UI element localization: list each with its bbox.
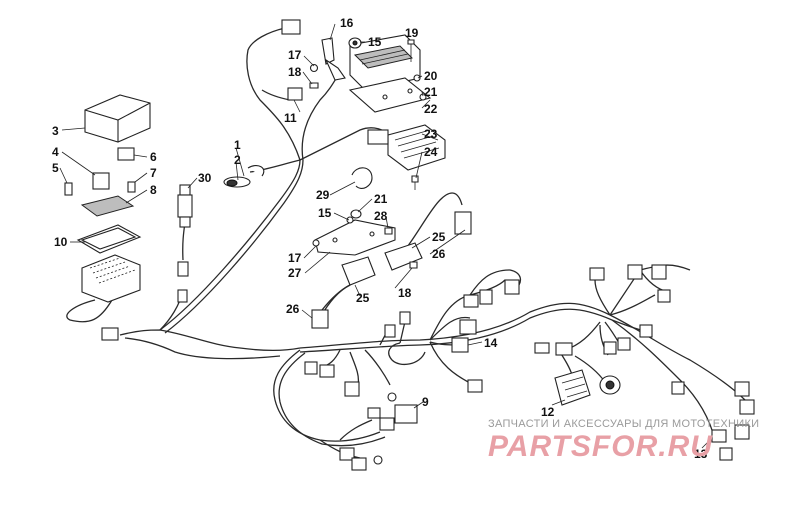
ignition-coil <box>384 242 423 271</box>
callout-6: 6 <box>150 150 157 164</box>
fuse <box>64 182 73 196</box>
callout-9: 9 <box>422 395 429 409</box>
sensor-30 <box>177 184 193 303</box>
callout-25-upper: 25 <box>432 230 446 244</box>
callout-3: 3 <box>52 124 59 138</box>
callout-10: 10 <box>54 235 68 249</box>
callout-18-mid: 18 <box>398 286 412 300</box>
callouts: 1 2 3 4 5 6 7 8 9 10 11 12 13 14 15 15 1… <box>52 16 708 461</box>
leader-lines <box>59 23 713 449</box>
fuse-box-group <box>64 94 265 303</box>
callout-5: 5 <box>52 161 59 175</box>
callout-12: 12 <box>541 405 555 419</box>
callout-15-mid: 15 <box>318 206 332 220</box>
callout-20: 20 <box>424 69 438 83</box>
callout-17-top: 17 <box>288 48 302 62</box>
callout-11: 11 <box>284 111 297 125</box>
watermark-logo: PARTSFOR.RU <box>488 430 713 463</box>
spark-plug-cap <box>311 309 329 329</box>
callout-22: 22 <box>424 102 438 116</box>
callout-21-mid: 21 <box>374 192 388 206</box>
relay <box>92 172 110 190</box>
callout-7: 7 <box>150 166 157 180</box>
callout-23: 23 <box>424 127 438 141</box>
callout-19: 19 <box>405 26 419 40</box>
spark-plug-cap-2 <box>454 211 472 235</box>
callout-17-mid: 17 <box>288 251 302 265</box>
callout-26-right: 26 <box>432 247 446 261</box>
callout-26-left: 26 <box>286 302 300 316</box>
watermark-caption: ЗАПЧАСТИ И АКСЕССУАРЫ ДЛЯ МОТОТЕХНИКИ <box>488 418 759 430</box>
coil-group <box>311 167 472 329</box>
relay-small <box>117 147 135 161</box>
watermark: ЗАПЧАСТИ И АКСЕССУАРЫ ДЛЯ МОТОТЕХНИКИ PA… <box>488 418 759 463</box>
callout-14: 14 <box>484 336 498 350</box>
mini-fuse <box>127 181 136 193</box>
callout-1: 1 <box>234 138 241 152</box>
callout-25-lower: 25 <box>356 291 370 305</box>
callout-13: 13 <box>694 447 708 461</box>
harness-connectors <box>101 264 755 471</box>
callout-15-top: 15 <box>368 35 382 49</box>
callout-2: 2 <box>234 153 241 167</box>
connector-top <box>281 19 301 35</box>
callout-4: 4 <box>52 145 59 159</box>
mount-plate <box>348 77 432 113</box>
relay-9 <box>394 404 418 424</box>
connector-11 <box>287 87 303 101</box>
bracket <box>321 37 335 65</box>
callout-24: 24 <box>424 145 438 159</box>
callout-30: 30 <box>198 171 212 185</box>
callout-29: 29 <box>316 188 330 202</box>
clamp <box>351 167 373 189</box>
callout-16: 16 <box>340 16 354 30</box>
callout-18-top: 18 <box>288 65 302 79</box>
ecu-group <box>281 19 446 190</box>
coil-bracket <box>314 219 396 256</box>
callout-21-top: 21 <box>424 85 438 99</box>
ignition-coil-lower <box>341 256 376 286</box>
callout-8: 8 <box>150 183 157 197</box>
callout-28: 28 <box>374 209 388 223</box>
fuse-label-sheet <box>80 195 135 217</box>
callout-27: 27 <box>288 266 302 280</box>
